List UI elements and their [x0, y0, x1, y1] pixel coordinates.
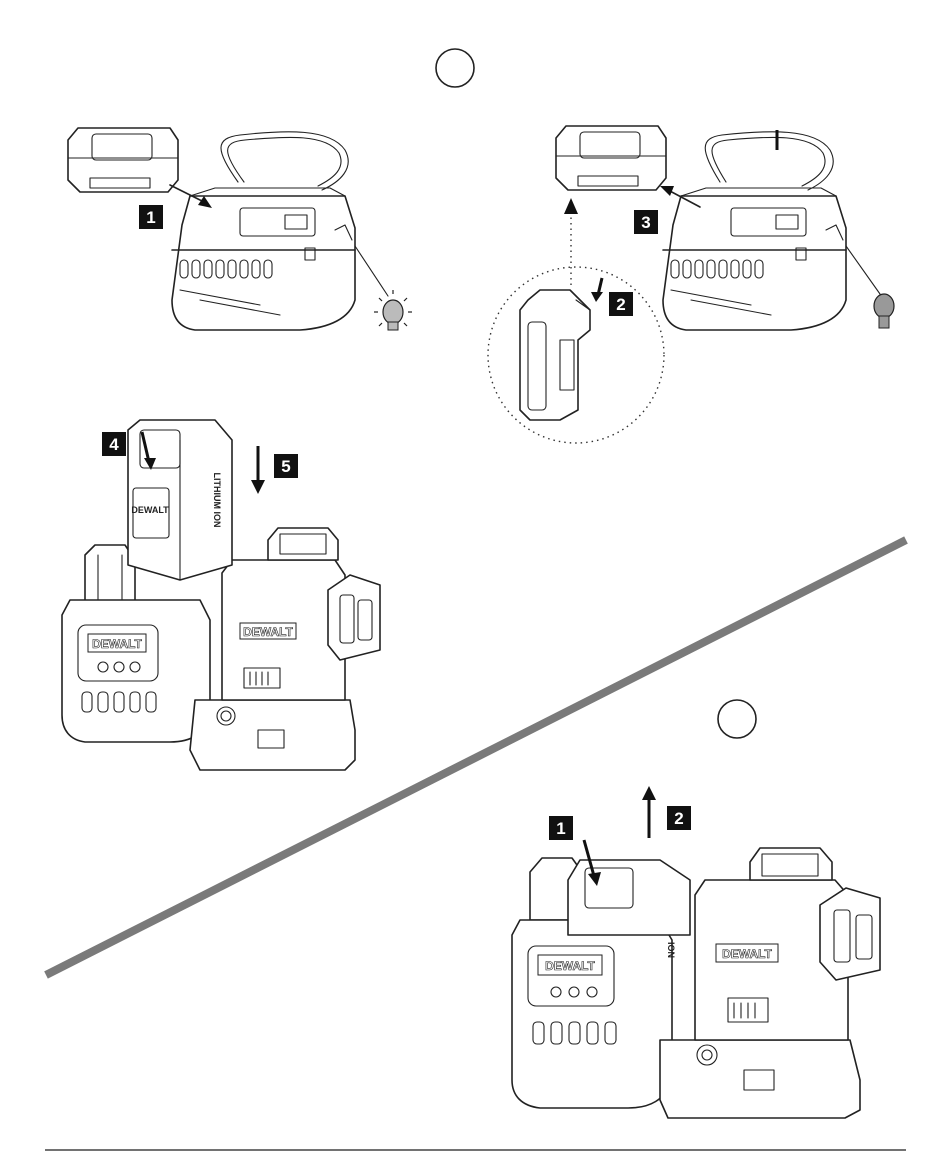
- battery-left: [68, 128, 178, 192]
- mount-logo: DEWALT: [92, 637, 142, 651]
- battery-side-label: LITHIUM ION: [212, 473, 222, 528]
- step-badge-3a: 3: [634, 210, 658, 234]
- laser-assembly-b: DEWALT ION DEWALT: [512, 848, 880, 1118]
- battery-latch-detail: [520, 290, 590, 420]
- charger-left: [172, 132, 355, 330]
- svg-text:1: 1: [556, 819, 565, 838]
- lift-up-arrowhead: [642, 786, 656, 800]
- laser-logo: DEWALT: [243, 625, 293, 639]
- battery-right: [556, 126, 666, 190]
- charger-light-off-icon: [846, 246, 894, 328]
- step-badge-2b: 2: [667, 806, 691, 830]
- step-badge-1b: 1: [549, 816, 573, 840]
- svg-text:4: 4: [109, 435, 119, 454]
- step-badge-1a: 1: [139, 205, 163, 229]
- section-marker-b: [718, 700, 756, 738]
- step-badge-2a: 2: [609, 292, 633, 316]
- step-badge-5a: 5: [274, 454, 298, 478]
- svg-text:2: 2: [674, 809, 683, 828]
- svg-text:1: 1: [146, 208, 155, 227]
- svg-text:5: 5: [281, 457, 290, 476]
- dotted-lift-arrowhead: [564, 198, 578, 214]
- charger-right: [663, 130, 846, 330]
- section-marker-a: [436, 49, 474, 87]
- step-badge-4a: 4: [102, 432, 126, 456]
- battery-logo: DEWALT: [131, 505, 169, 515]
- battery-side-label-b: ION: [666, 942, 676, 958]
- laser-logo-b: DEWALT: [722, 947, 772, 961]
- svg-text:3: 3: [641, 213, 650, 232]
- svg-text:2: 2: [616, 295, 625, 314]
- charger-light-on-icon: [355, 246, 412, 330]
- press-arrowhead: [591, 292, 603, 302]
- mount-logo-b: DEWALT: [545, 959, 595, 973]
- remove-arrowhead: [660, 186, 674, 196]
- insert-down-arrowhead: [251, 480, 265, 494]
